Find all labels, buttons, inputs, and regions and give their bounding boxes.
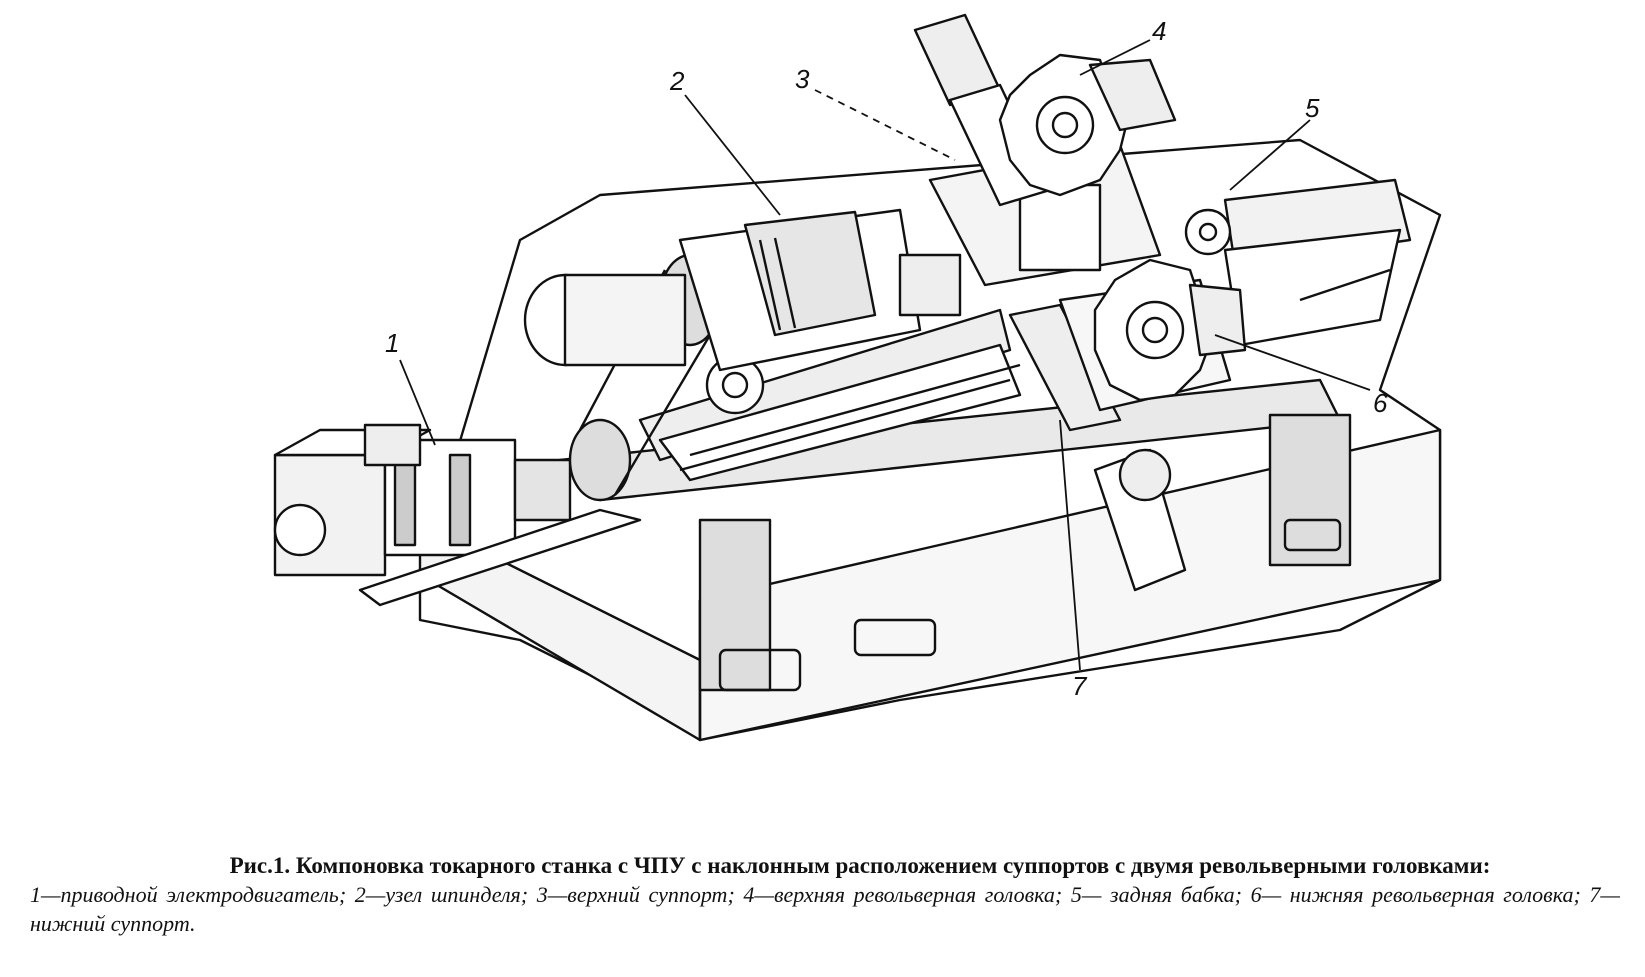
lower-turret-head: [1093, 258, 1247, 402]
leader-lines: [399, 39, 1371, 671]
callout-label: 3: [795, 64, 810, 94]
callout-label: 7: [1072, 671, 1088, 701]
spindle-unit: [523, 208, 962, 372]
upper-turret-head: [998, 53, 1177, 197]
drive-motor: [273, 423, 642, 607]
callout-label: 2: [669, 66, 685, 96]
callout-label: 4: [1152, 16, 1166, 46]
caption-title: Рис.1. Компоновка токарного станка с ЧПУ…: [229, 853, 1491, 878]
machine-drawing: 1 2 3 4 5 6 7: [273, 13, 1442, 742]
callout-labels: 1 2 3 4 5 6 7: [385, 16, 1388, 701]
callout-label: 6: [1373, 388, 1388, 418]
caption-legend: 1—приводной электродвигатель; 2—узел шпи…: [30, 882, 1620, 936]
callout-label: 1: [385, 328, 399, 358]
callout-label: 5: [1305, 93, 1320, 123]
figure-caption: Рис.1. Компоновка токарного станка с ЧПУ…: [30, 852, 1620, 938]
tailstock: [1184, 178, 1412, 347]
